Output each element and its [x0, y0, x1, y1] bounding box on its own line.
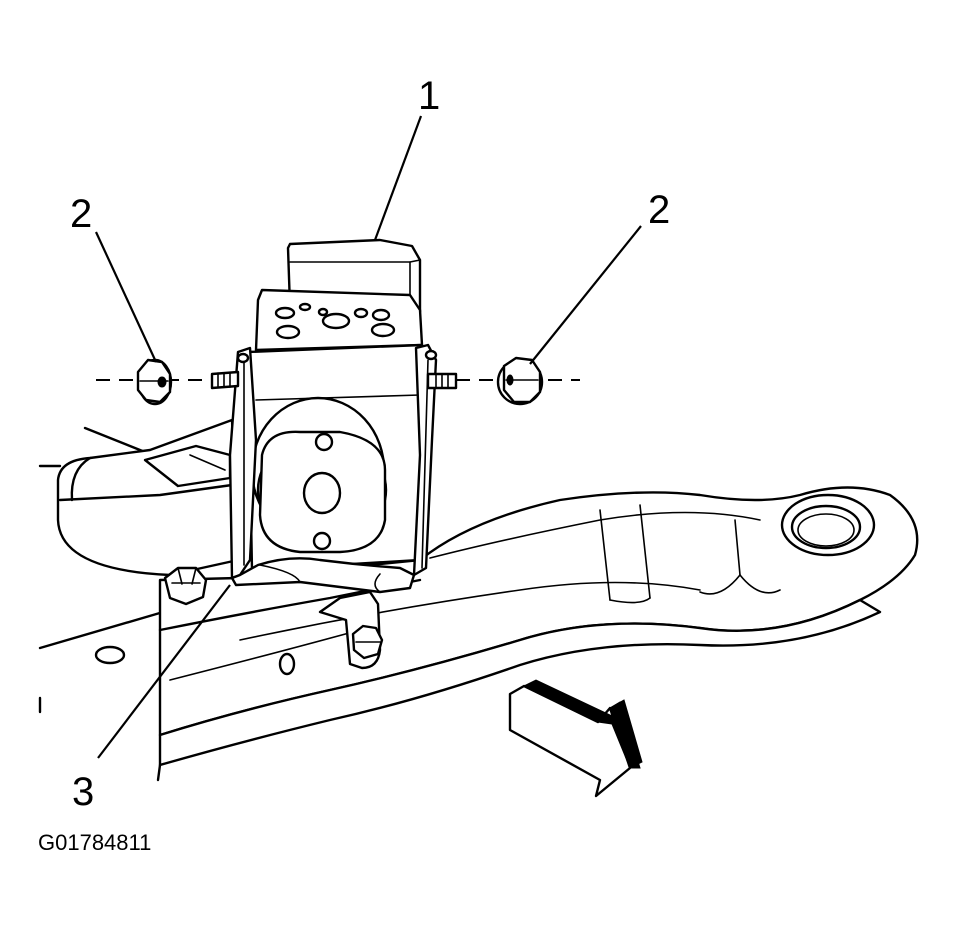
- crossmember: [38, 418, 919, 782]
- brake-pressure-modulator-valve: [228, 238, 438, 594]
- leader-lines: [95, 115, 642, 759]
- figure-id: G01784811: [38, 830, 152, 855]
- hex-nut-icon: [136, 358, 173, 406]
- callout-2-right: 2: [648, 188, 671, 232]
- front-direction-arrow-icon: [508, 679, 643, 798]
- stud-left: [210, 370, 240, 390]
- hex-nut-icon: [496, 356, 544, 406]
- callout-1: 1: [418, 74, 441, 118]
- callout-3: 3: [72, 770, 95, 814]
- callout-2-left: 2: [70, 192, 93, 236]
- hex-bolt-icon: [163, 566, 384, 660]
- stud-right: [426, 372, 458, 390]
